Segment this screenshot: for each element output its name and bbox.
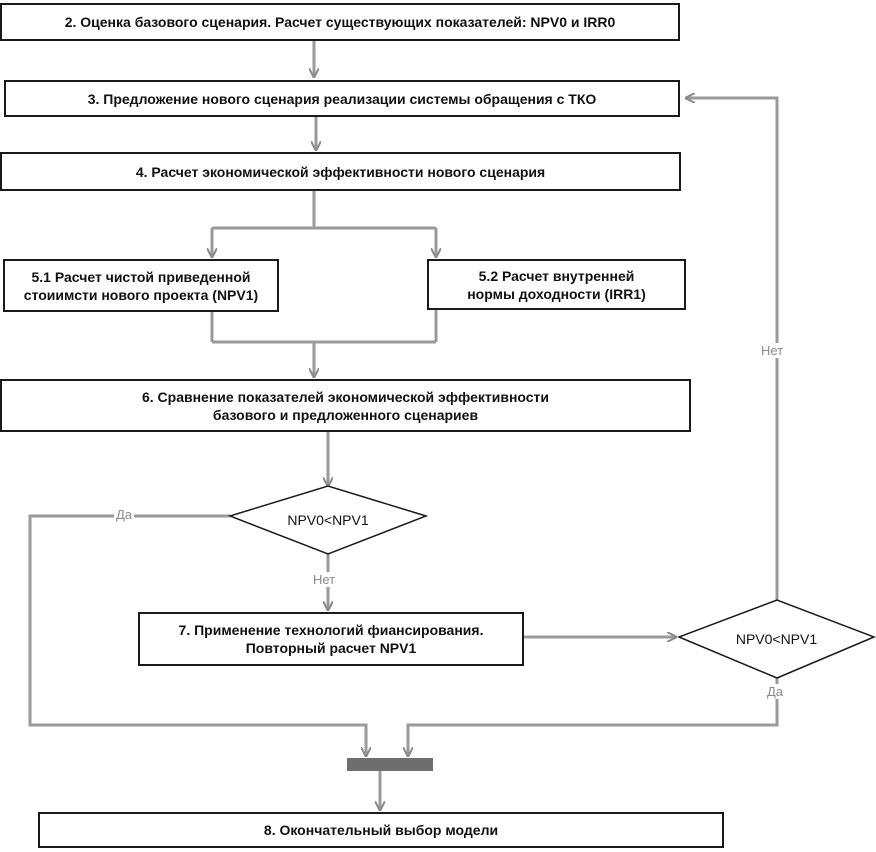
step-3-box: 3. Предложение нового сценария реализаци… xyxy=(4,80,680,117)
step-7-line2: Повторный расчет NPV1 xyxy=(245,640,417,656)
decision-1-text: NPV0<NPV1 xyxy=(287,512,369,528)
step-2-box: 2. Оценка базового сценария. Расчет суще… xyxy=(0,3,680,41)
step-5-1-line2: стоиимсти нового проекта (NPV1) xyxy=(23,286,259,303)
step-6-box: 6. Сравнение показателей экономической э… xyxy=(0,379,691,432)
line-decision2-yes xyxy=(408,678,779,756)
step-5-2-line2: нормы доходности (IRR1) xyxy=(467,285,646,302)
step-2-text: 2. Оценка базового сценария. Расчет суще… xyxy=(64,14,616,30)
step-5-1-line1: 5.1 Расчет чистой приведенной xyxy=(31,268,251,285)
step-6-line1: 6. Сравнение показателей экономической э… xyxy=(141,388,550,405)
step-7-line1: 7. Применение технологий фиансирования. xyxy=(178,622,484,638)
step-7-box: 7. Применение технологий фиансирования. … xyxy=(138,612,524,666)
step-3-text: 3. Предложение нового сценария реализаци… xyxy=(87,90,597,107)
step-6-line2: базового и предложенного сценариев xyxy=(212,406,479,423)
step-4-text: 4. Расчет экономической эффективности но… xyxy=(135,163,546,180)
line-decision2-no xyxy=(686,98,779,600)
step-8-box: 8. Окончательный выбор модели xyxy=(38,812,724,848)
decision1-shape xyxy=(227,485,429,555)
step-4-box: 4. Расчет экономической эффективности но… xyxy=(0,152,681,191)
label-yes-left: Да xyxy=(114,507,135,522)
decision2-shape xyxy=(676,599,876,679)
label-yes-bottom: Да xyxy=(765,684,786,699)
decision-2-text: NPV0<NPV1 xyxy=(735,631,818,647)
merge-bar xyxy=(347,758,433,771)
label-no-down: Нет xyxy=(311,572,338,587)
label-no-right: Нет xyxy=(759,343,786,358)
step-5-1-box: 5.1 Расчет чистой приведенной стоиимсти … xyxy=(3,259,279,312)
step-8-text: 8. Окончательный выбор модели xyxy=(263,822,499,838)
step-5-2-line1: 5.2 Расчет внутренней xyxy=(478,267,635,284)
decision-1: NPV0<NPV1 xyxy=(230,486,426,554)
line-decision1-yes xyxy=(28,514,366,756)
step-5-2-box: 5.2 Расчет внутренней нормы доходности (… xyxy=(427,259,686,310)
decision-2: NPV0<NPV1 xyxy=(679,600,874,678)
